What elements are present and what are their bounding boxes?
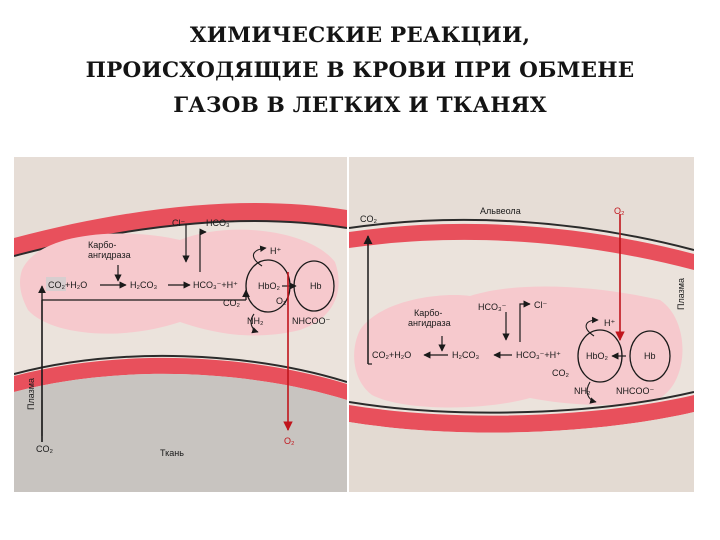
right-co2-top-label: CO₂ [360,214,377,224]
right-plasma-blob [354,286,683,408]
right-hbo2-label: HbO₂ [586,351,608,361]
title-line-2: ПРОИСХОДЯЩИЕ В КРОВИ ПРИ ОБМЕНЕ [85,58,635,83]
right-h-plus-label: H⁺ [604,318,616,328]
right-reaction-label: CO₂+H₂O [372,350,412,360]
title-line-1: ХИМИЧЕСКИЕ РЕАКЦИИ, [189,23,531,48]
right-cl-label: Cl⁻ [534,300,548,310]
left-panel [14,157,347,492]
right-hb-label: Hb [644,351,656,361]
left-enzyme-label-1: Карбо- [88,240,117,250]
right-panel [349,157,694,492]
title-line-3: ГАЗОВ В ЛЕГКИХ И ТКАНЯХ [173,93,547,118]
left-tissue [14,373,347,492]
right-hco3-h-label: HCO₃⁻+H⁺ [516,350,561,360]
right-nhcoo-label: NHCOO⁻ [616,386,655,396]
right-nh2-label: NH₂ [574,386,591,396]
left-enzyme-label-2: ангидраза [88,250,131,260]
left-plasma-label: Плазма [26,378,36,410]
left-nhcoo-label: NHCOO⁻ [292,316,331,326]
left-h-plus-label: H⁺ [270,246,282,256]
left-co2-mid-label: CO₂ [223,298,240,308]
right-o2-top-label: O₂ [614,206,625,216]
right-co2-mid-label: CO₂ [552,368,569,378]
left-hco3-h-label: HCO₃⁻+H⁺ [193,280,238,290]
left-upper-wall [14,203,347,256]
right-h2co3-label: H₂CO₃ [452,350,480,360]
left-o2-mid-label: O₂ [276,296,287,306]
left-nh2-label: NH₂ [247,316,264,326]
right-hco3-top-label: HCO₃⁻ [478,302,507,312]
right-enzyme-label-2: ангидраза [408,318,451,328]
left-o2-bottom-label: O₂ [284,436,295,446]
left-tissue-label: Ткань [160,448,184,458]
right-alveolus-label: Альвеола [480,206,521,216]
left-h2co3-label: H₂CO₃ [130,280,158,290]
left-hco3-top-label: HCO₃⁻ [206,218,235,228]
right-alveolus [349,157,694,250]
left-plasma-blob [20,229,339,336]
right-lower-wall [349,395,694,433]
right-enzyme-label-1: Карбо- [414,308,443,318]
left-co2-bottom-label: CO₂ [36,444,53,454]
left-hb-label: Hb [310,281,322,291]
right-upper-wall [349,223,694,270]
left-cl-label: Cl⁻ [172,218,186,228]
right-plasma-label: Плазма [676,278,686,310]
left-reaction-label: CO₂+H₂O [48,280,88,290]
left-lower-wall [14,357,347,400]
left-hbo2-label: HbO₂ [258,281,280,291]
page-title: ХИМИЧЕСКИЕ РЕАКЦИИ, ПРОИСХОДЯЩИЕ В КРОВИ… [0,18,720,123]
